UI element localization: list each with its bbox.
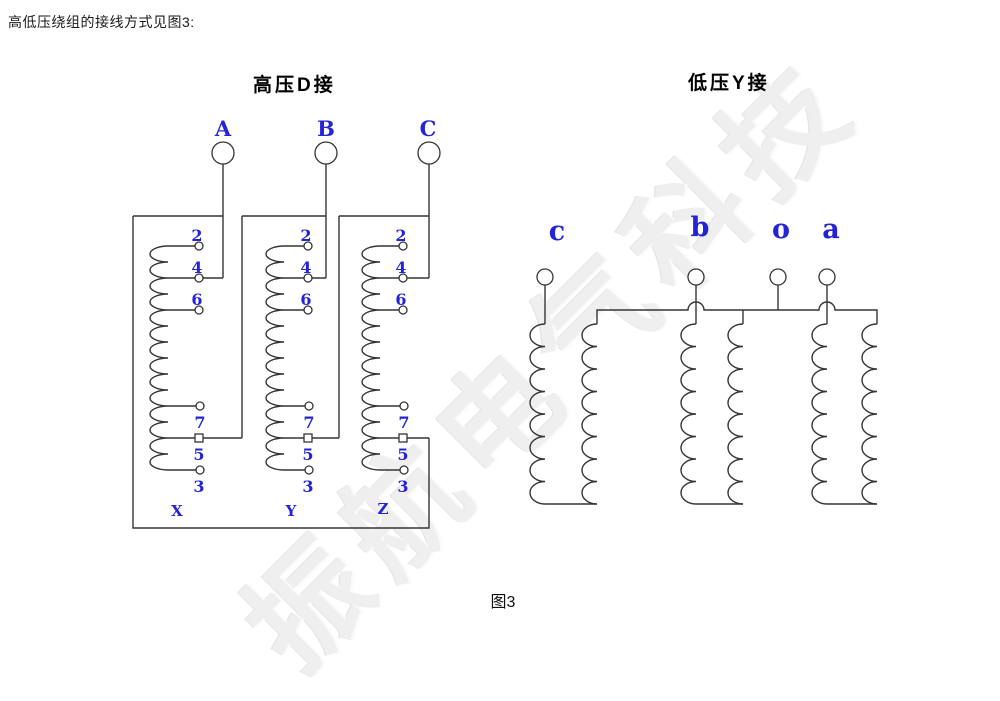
hv-winding-phase-C: 2 4 6 7 5 3 Z — [361, 226, 429, 518]
terminal-b-bushing — [687, 268, 705, 286]
tap-node — [303, 241, 313, 251]
phase-end-label-y: Y — [285, 502, 297, 520]
terminal-o-label: o — [772, 214, 790, 245]
tap-node — [194, 273, 204, 283]
tap-node — [398, 305, 408, 315]
phase-end-label-x: X — [171, 502, 183, 520]
tap-node — [195, 465, 205, 475]
terminal-c-label: c — [549, 216, 565, 247]
terminal-C-bushing — [417, 141, 441, 165]
hv-terminal-leads — [222, 164, 430, 278]
coil-w4 — [727, 323, 744, 505]
phase-end-label-z: Z — [378, 500, 389, 518]
tap-node — [304, 401, 314, 411]
tap-label: 7 — [194, 413, 205, 432]
tap-label: 6 — [300, 290, 311, 309]
terminal-o-bushing — [769, 268, 787, 286]
tap-node-square — [398, 433, 408, 443]
lv-wye-diagram: c b o a — [529, 212, 878, 505]
hv-delta-diagram: 2 4 6 7 5 3 X 2 4 6 7 5 3 Y — [132, 116, 441, 529]
tap-label: 2 — [300, 226, 311, 245]
coil-B — [265, 245, 285, 471]
tap-label: 4 — [191, 258, 202, 277]
tap-label: 5 — [193, 445, 204, 464]
tap-label: 3 — [193, 477, 204, 496]
tap-label: 6 — [191, 290, 202, 309]
delta-riser-b — [241, 215, 326, 438]
tap-label: 2 — [191, 226, 202, 245]
tap-label: 5 — [397, 445, 408, 464]
tap-node — [398, 273, 408, 283]
tap-node — [195, 401, 205, 411]
terminal-A-label: A — [214, 116, 232, 141]
delta-connection-lines — [132, 215, 430, 529]
hv-winding-phase-B: 2 4 6 7 5 3 Y — [265, 226, 339, 520]
tap-label: 6 — [395, 290, 406, 309]
terminal-a-bushing — [818, 268, 836, 286]
terminal-B-label: B — [317, 116, 335, 141]
tap-label: 2 — [395, 226, 406, 245]
coil-w3 — [680, 323, 697, 505]
tap-label: 7 — [398, 413, 409, 432]
coil-C — [361, 245, 381, 471]
lv-terminal-leads — [544, 285, 828, 324]
terminal-A-bushing — [211, 141, 235, 165]
terminal-a-label: a — [822, 214, 840, 245]
terminal-c-bushing — [536, 268, 554, 286]
terminal-b-label: b — [691, 212, 710, 243]
tap-label: 4 — [395, 258, 406, 277]
tap-node — [398, 241, 408, 251]
tap-node — [303, 273, 313, 283]
tap-label: 4 — [300, 258, 311, 277]
coil-w5 — [811, 323, 828, 505]
delta-riser-c — [338, 215, 429, 438]
tap-label: 5 — [302, 445, 313, 464]
coil-w1 — [529, 323, 546, 505]
tap-node — [194, 241, 204, 251]
coil-A — [149, 245, 169, 471]
tap-node — [399, 401, 409, 411]
taps-A — [168, 245, 242, 471]
tap-node — [304, 465, 314, 475]
figure-caption: 图3 — [490, 594, 516, 611]
tap-node-square — [303, 433, 313, 443]
terminal-B-bushing — [314, 141, 338, 165]
tap-node-square — [194, 433, 204, 443]
left-diagram-title: 高压D接 — [253, 75, 336, 96]
neutral-bus — [596, 301, 878, 324]
tap-node — [399, 465, 409, 475]
delta-outer-loop — [132, 216, 430, 529]
terminal-C-label: C — [420, 116, 437, 141]
tap-node — [303, 305, 313, 315]
right-diagram-title: 低压Y接 — [688, 73, 770, 94]
tap-label: 3 — [302, 477, 313, 496]
wiring-diagram-canvas: 2 4 6 7 5 3 X 2 4 6 7 5 3 Y — [132, 116, 878, 529]
tap-label: 3 — [397, 477, 408, 496]
coil-w6 — [861, 323, 878, 505]
hv-winding-phase-A: 2 4 6 7 5 3 X — [149, 226, 242, 520]
coil-w2 — [581, 323, 598, 505]
tap-label: 7 — [303, 413, 314, 432]
tap-node — [194, 305, 204, 315]
lv-coils — [529, 323, 878, 505]
intro-paragraph: 高低压绕组的接线方式见图3: — [8, 14, 195, 30]
